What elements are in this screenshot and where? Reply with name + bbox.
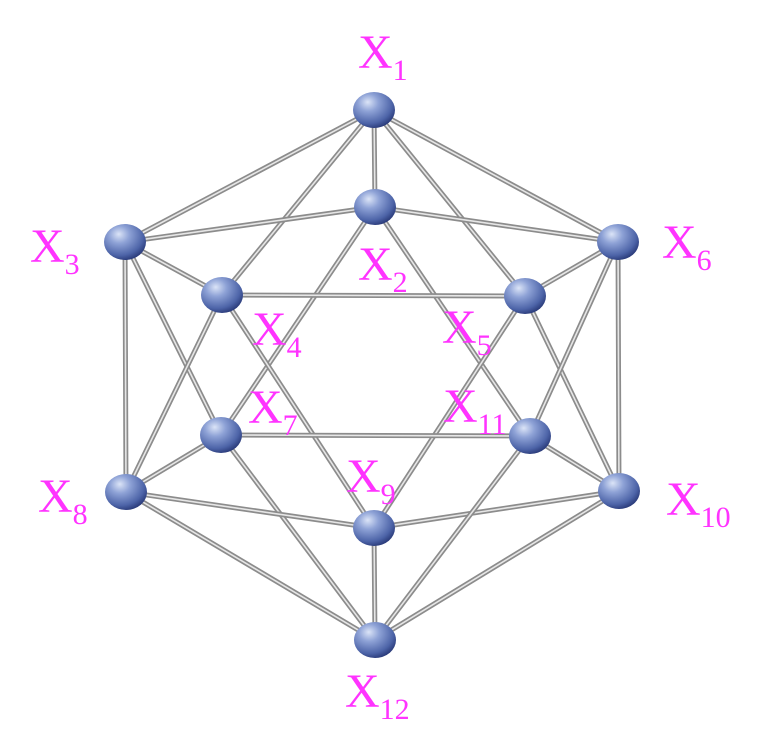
node-label-main: X (358, 26, 393, 79)
node-label-subscript: 6 (697, 244, 712, 277)
node-label-x1: X1 (358, 26, 408, 87)
edge-x7-x12 (218, 432, 378, 643)
node-x7 (200, 417, 242, 453)
node-x3 (104, 224, 146, 260)
node-label-subscript: 12 (380, 693, 410, 726)
edge-x9-x12 (371, 525, 378, 643)
node-label-subscript: 7 (283, 409, 298, 442)
edge-x8-x9 (123, 489, 377, 531)
edge-x6-x11 (527, 239, 621, 439)
node-label-subscript: 11 (478, 408, 507, 441)
node-x5 (504, 278, 546, 314)
node-label-main: X (666, 473, 701, 526)
node-label-subscript: 2 (393, 266, 408, 299)
edge-x5-x10 (522, 293, 622, 494)
node-label-x2: X2 (358, 238, 408, 299)
node-label-main: X (38, 470, 73, 523)
node-label-x8: X8 (38, 470, 88, 531)
edge-x3-x8 (122, 239, 129, 495)
edge-x3-x7 (122, 239, 224, 438)
edge-x2-x7 (218, 204, 378, 438)
node-label-subscript: 5 (477, 329, 492, 362)
edge-x9-x10 (371, 488, 622, 531)
nodes (104, 92, 640, 658)
edge-x10-x12 (372, 488, 622, 643)
edge-x4-x8 (123, 292, 225, 495)
edges (122, 107, 622, 643)
node-label-subscript: 4 (287, 331, 302, 364)
node-label-main: X (346, 450, 381, 503)
node-label-main: X (345, 665, 380, 718)
node-x6 (597, 224, 639, 260)
node-label-x6: X6 (662, 216, 712, 277)
edge-x2-x3 (122, 204, 378, 245)
node-label-main: X (443, 380, 478, 433)
node-label-x4: X4 (252, 303, 302, 364)
node-label-x9: X9 (346, 450, 396, 511)
edge-x4-x9 (219, 292, 377, 531)
node-x1 (353, 92, 395, 128)
node-label-x12: X12 (345, 665, 410, 726)
node-x10 (598, 473, 640, 509)
node-label-x10: X10 (666, 473, 731, 534)
edge-x1-x6 (371, 107, 621, 245)
edge-x7-x11 (218, 432, 533, 439)
edge-x2-x11 (372, 204, 533, 439)
node-x4 (201, 277, 243, 313)
node-x2 (354, 189, 396, 225)
edge-x1-x5 (371, 107, 528, 299)
node-label-subscript: 1 (393, 54, 408, 87)
edge-x1-x3 (122, 107, 377, 245)
node-label-main: X (252, 303, 287, 356)
edge-x5-x9 (371, 293, 528, 531)
node-x9 (353, 510, 395, 546)
node-label-subscript: 8 (73, 498, 88, 531)
edge-x4-x5 (219, 292, 528, 299)
node-label-subscript: 3 (65, 248, 80, 281)
edge-x1-x4 (219, 107, 377, 298)
edge-x6-x10 (615, 239, 622, 494)
node-label-x3: X3 (30, 220, 80, 281)
node-label-main: X (358, 238, 393, 291)
node-label-x7: X7 (248, 381, 298, 442)
node-label-main: X (442, 301, 477, 354)
node-x11 (509, 418, 551, 454)
node-label-subscript: 10 (701, 501, 731, 534)
node-label-main: X (248, 381, 283, 434)
node-label-main: X (662, 216, 697, 269)
node-label-x5: X5 (442, 301, 492, 362)
node-label-subscript: 9 (381, 478, 396, 511)
node-x12 (354, 622, 396, 658)
edge-x11-x12 (372, 433, 533, 643)
node-label-main: X (30, 220, 65, 273)
node-x8 (105, 474, 147, 510)
edge-x8-x12 (123, 489, 378, 643)
edge-x2-x6 (372, 204, 621, 245)
node-label-x11: X11 (443, 380, 507, 441)
